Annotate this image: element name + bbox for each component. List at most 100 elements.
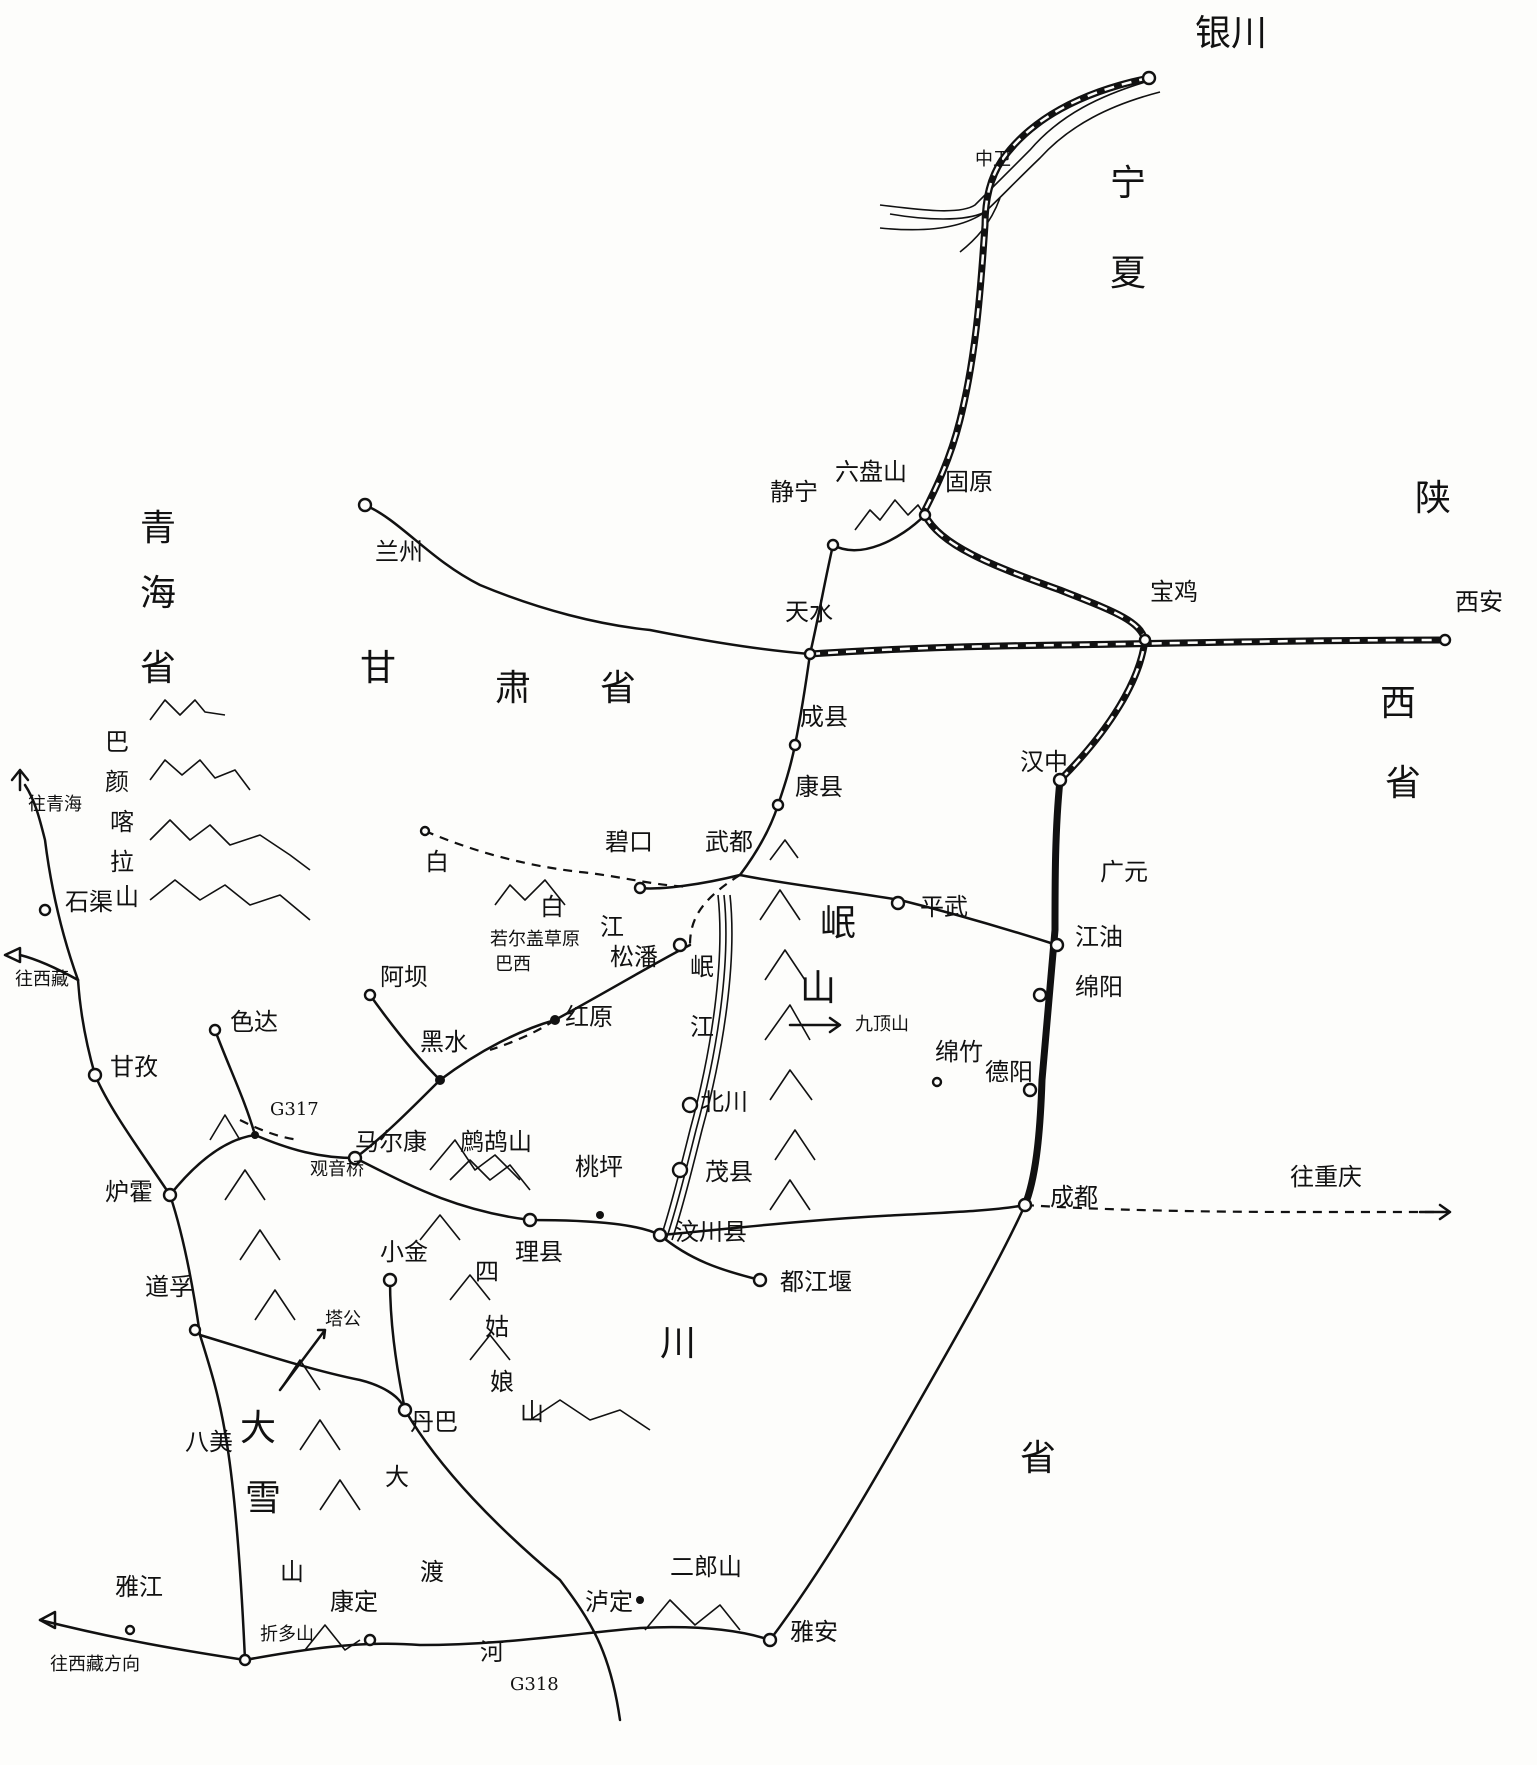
label-kangding: 康定 bbox=[330, 1588, 378, 1616]
label-songpan: 松潘 bbox=[610, 943, 658, 971]
town-marker bbox=[87, 1067, 103, 1083]
minjiang-river bbox=[659, 894, 733, 1241]
label-maerkang: 马尔康 bbox=[355, 1128, 427, 1156]
label-g318: G318 bbox=[510, 1674, 559, 1695]
label-yinchuan: 银川 bbox=[1195, 13, 1267, 54]
label-baicao: 白 bbox=[540, 893, 564, 921]
label-to-tibet-south: 往西藏方向 bbox=[50, 1654, 140, 1675]
label-zhegushan: 鹧鸪山 bbox=[460, 1128, 532, 1156]
label-siguniang: 山 bbox=[520, 1398, 544, 1426]
label-dadu-river: 大 bbox=[385, 1463, 409, 1491]
label-dadu-river: 渡 bbox=[420, 1558, 444, 1586]
label-guyuan: 固原 bbox=[945, 468, 993, 496]
label-qinghai: 省 bbox=[140, 648, 176, 689]
town-marker bbox=[1049, 937, 1065, 953]
label-siguniang: 姑 bbox=[485, 1313, 509, 1341]
label-wudu: 武都 bbox=[705, 828, 753, 856]
town-marker bbox=[762, 1632, 778, 1648]
town-marker bbox=[788, 738, 802, 752]
label-ruoergai: 若尔盖草原 bbox=[490, 929, 580, 950]
bailong-river bbox=[424, 829, 691, 889]
label-minjiang: 江 bbox=[690, 1013, 714, 1041]
town-marker bbox=[38, 903, 52, 917]
label-pingwu: 平武 bbox=[920, 893, 968, 921]
label-daxueshan: 山 bbox=[280, 1558, 304, 1586]
town-marker bbox=[596, 1211, 604, 1219]
town-marker bbox=[1032, 987, 1048, 1003]
label-siguniang: 娘 bbox=[490, 1368, 514, 1396]
mountain-sketches bbox=[149, 499, 929, 1651]
town-marker bbox=[671, 1161, 689, 1179]
town-marker bbox=[347, 1150, 363, 1166]
label-gansu: 省 bbox=[600, 668, 636, 709]
label-danba: 丹巴 bbox=[410, 1408, 458, 1436]
label-sichuan: 省 bbox=[1020, 1438, 1056, 1479]
label-hongyuan: 红原 bbox=[565, 1003, 613, 1031]
label-zhongwei: 中卫 bbox=[975, 149, 1011, 170]
label-xiaojin: 小金 bbox=[380, 1238, 428, 1266]
label-jingning: 静宁 bbox=[770, 478, 818, 506]
town-marker bbox=[238, 1653, 252, 1667]
railways bbox=[806, 74, 1449, 1209]
label-maoxian: 茂县 bbox=[705, 1158, 753, 1186]
town-marker bbox=[1141, 70, 1157, 86]
label-guanyinqiao: 观音桥 bbox=[310, 1159, 364, 1180]
label-bamei: 八美 bbox=[185, 1428, 233, 1456]
label-bayankala: 拉 bbox=[110, 848, 134, 876]
town-marker bbox=[419, 825, 431, 837]
label-mianyang: 绵阳 bbox=[1075, 973, 1123, 1001]
label-to-qinghai: 往青海 bbox=[28, 794, 82, 815]
label-jiudingshan: 九顶山 bbox=[855, 1014, 909, 1035]
town-marker bbox=[931, 1076, 943, 1088]
label-baoji: 宝鸡 bbox=[1150, 578, 1198, 606]
label-liupanshan: 六盘山 bbox=[835, 458, 907, 486]
label-zheduoshan: 折多山 bbox=[260, 1624, 314, 1645]
label-sichuan: 川 bbox=[660, 1323, 696, 1364]
label-wenchuan: 汶川县 bbox=[675, 1218, 747, 1246]
label-lanzhou: 兰州 bbox=[375, 538, 423, 566]
town-marker bbox=[672, 937, 688, 953]
town-marker bbox=[188, 1323, 202, 1337]
town-marker bbox=[652, 1227, 668, 1243]
label-qinghai: 青 bbox=[140, 508, 176, 549]
label-beichuan: 北川 bbox=[700, 1088, 748, 1116]
town-marker bbox=[435, 1075, 445, 1085]
town-marker bbox=[124, 1624, 136, 1636]
dashed-routes bbox=[239, 874, 1440, 1214]
town-marker bbox=[382, 1272, 398, 1288]
yellow-river bbox=[879, 79, 1161, 253]
label-bayankala: 喀 bbox=[110, 808, 134, 836]
town-marker bbox=[752, 1272, 768, 1288]
label-bailong: 白 bbox=[425, 848, 449, 876]
label-bikou: 碧口 bbox=[605, 828, 653, 856]
label-dadu-river: 河 bbox=[480, 1638, 504, 1666]
town-marker bbox=[522, 1212, 538, 1228]
town-marker bbox=[681, 1096, 699, 1114]
town-marker bbox=[890, 895, 906, 911]
town-marker bbox=[633, 881, 647, 895]
label-yajiang: 雅江 bbox=[115, 1573, 163, 1601]
label-to-tibet-north: 往西藏 bbox=[15, 969, 69, 990]
label-shaanxi-province: 省 bbox=[1385, 763, 1421, 804]
label-ningxia: 夏 bbox=[1110, 253, 1146, 294]
town-marker bbox=[826, 538, 840, 552]
label-baicao: 江 bbox=[600, 913, 624, 941]
label-guangyuan: 广元 bbox=[1100, 858, 1148, 886]
label-jiangyou: 江油 bbox=[1075, 923, 1123, 951]
label-minshan: 岷 bbox=[820, 903, 856, 944]
town-marker bbox=[363, 1633, 377, 1647]
town-marker bbox=[162, 1187, 178, 1203]
label-dujiangyan: 都江堰 bbox=[780, 1268, 852, 1296]
town-marker bbox=[1438, 633, 1452, 647]
label-qinghai: 海 bbox=[140, 573, 176, 614]
label-lixian: 理县 bbox=[515, 1238, 563, 1266]
label-g317: G317 bbox=[270, 1099, 319, 1120]
town-marker bbox=[550, 1015, 560, 1025]
label-deyang: 德阳 bbox=[985, 1058, 1033, 1086]
town-marker bbox=[771, 798, 785, 812]
label-chengdu: 成都 bbox=[1050, 1183, 1098, 1211]
label-hanzhong: 汉中 bbox=[1020, 748, 1068, 776]
label-aba: 阿坝 bbox=[380, 963, 428, 991]
